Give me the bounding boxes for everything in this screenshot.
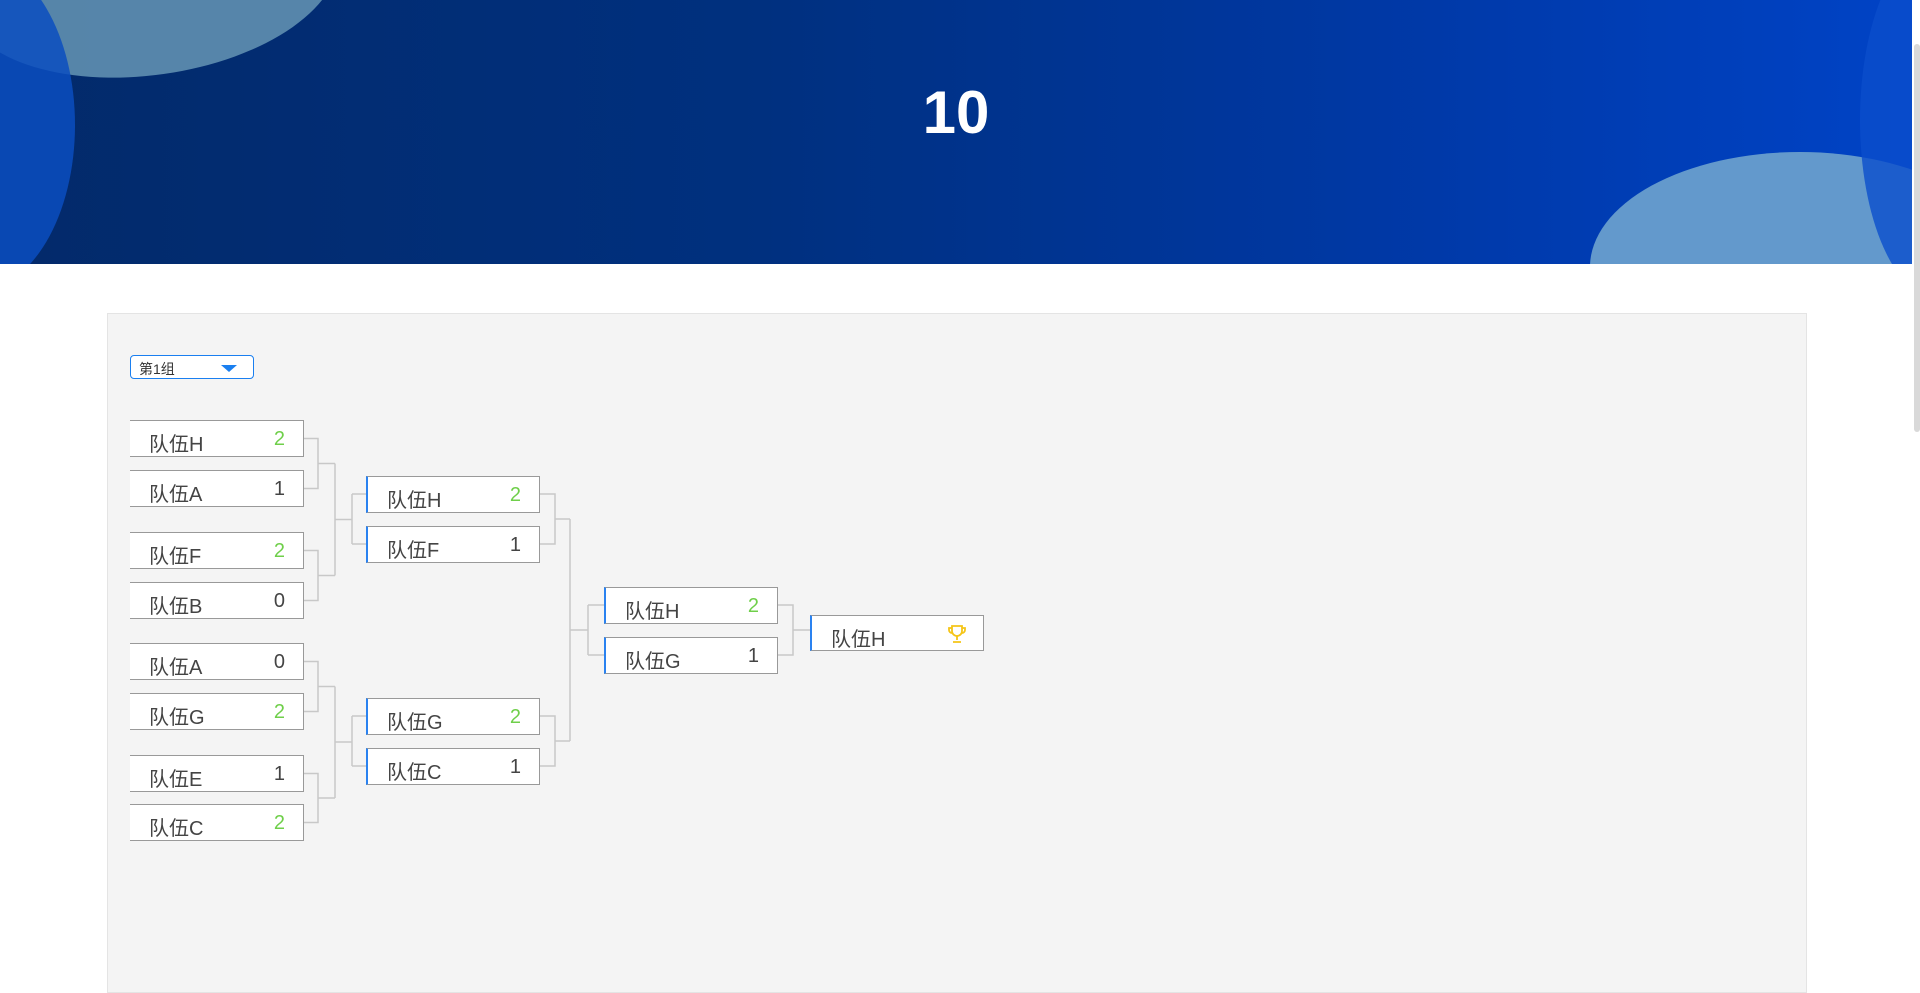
round1-team-slot[interactable]: 队伍F 2 <box>130 532 304 569</box>
team-name: 队伍G <box>387 712 443 734</box>
team-name: 队伍F <box>149 546 202 568</box>
chevron-down-icon <box>221 365 237 372</box>
team-score: 2 <box>273 701 285 723</box>
round1-team-slot[interactable]: 队伍H 2 <box>130 420 304 457</box>
team-score: 0 <box>273 590 285 612</box>
page-title: 10 <box>922 79 990 146</box>
bracket-connectors <box>303 437 810 824</box>
team-name: 队伍G <box>149 707 205 729</box>
team-name: 队伍H <box>625 601 680 623</box>
round1-team-slot[interactable]: 队伍B 0 <box>130 582 304 619</box>
team-score: 2 <box>509 484 521 506</box>
team-score: 2 <box>509 706 521 728</box>
team-score: 2 <box>273 812 285 834</box>
round2-team-slot[interactable]: 队伍F 1 <box>366 526 540 563</box>
group-select-value: 第1组 <box>139 361 175 377</box>
team-score: 1 <box>747 645 759 667</box>
team-name: 队伍C <box>387 762 442 784</box>
team-name: 队伍G <box>625 651 681 673</box>
round1-team-slot[interactable]: 队伍E 1 <box>130 755 304 792</box>
team-score: 1 <box>273 763 285 785</box>
round1-team-slot[interactable]: 队伍A 0 <box>130 643 304 680</box>
round3-team-slot[interactable]: 队伍H 2 <box>604 587 778 624</box>
round2-team-slot[interactable]: 队伍C 1 <box>366 748 540 785</box>
team-name: 队伍B <box>149 596 203 618</box>
scrollbar[interactable] <box>1914 44 1920 432</box>
round2-team-slot[interactable]: 队伍G 2 <box>366 698 540 735</box>
group-select[interactable]: 第1组 <box>130 355 254 379</box>
bracket-panel <box>107 313 1807 993</box>
team-name: 队伍E <box>149 769 203 791</box>
team-score: 2 <box>747 595 759 617</box>
round2-team-slot[interactable]: 队伍H 2 <box>366 476 540 513</box>
champion-slot[interactable]: 队伍H <box>810 615 984 651</box>
team-score: 0 <box>273 651 285 673</box>
team-score: 1 <box>509 756 521 778</box>
team-score: 1 <box>273 478 285 500</box>
trophy-icon <box>948 625 966 643</box>
round3-team-slot[interactable]: 队伍G 1 <box>604 637 778 674</box>
team-score: 2 <box>273 540 285 562</box>
team-name: 队伍C <box>149 818 204 840</box>
champion-name: 队伍H <box>831 629 886 651</box>
team-name: 队伍H <box>387 490 442 512</box>
team-name: 队伍A <box>149 657 203 679</box>
round1-team-slot[interactable]: 队伍C 2 <box>130 804 304 841</box>
team-score: 1 <box>509 534 521 556</box>
team-name: 队伍A <box>149 484 203 506</box>
round1-team-slot[interactable]: 队伍G 2 <box>130 693 304 730</box>
team-name: 队伍F <box>387 540 440 562</box>
team-name: 队伍H <box>149 434 204 456</box>
team-score: 2 <box>273 428 285 450</box>
round1-team-slot[interactable]: 队伍A 1 <box>130 470 304 507</box>
header-banner: 10 <box>0 0 1912 264</box>
